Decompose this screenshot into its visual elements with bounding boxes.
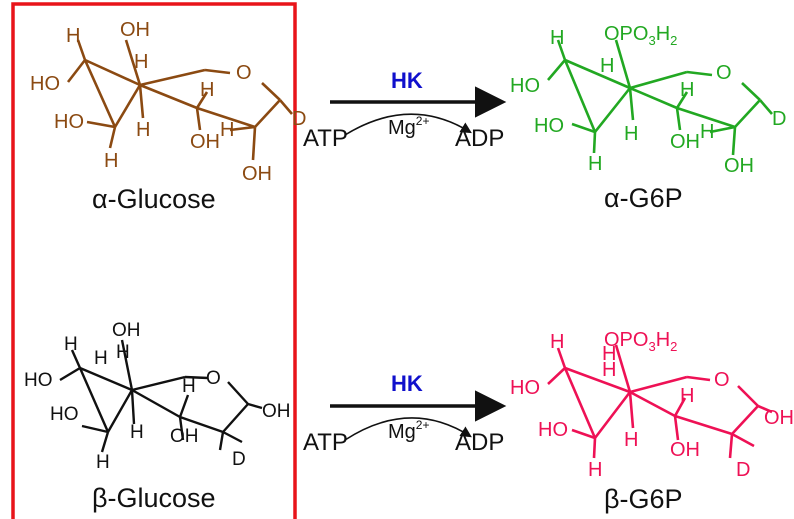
atom-label: H — [66, 25, 80, 47]
atom-label: OH — [764, 407, 794, 429]
atom-label: O — [206, 368, 221, 389]
atom-label: H — [104, 150, 118, 172]
atom-label: H — [588, 459, 602, 481]
atom-label: O — [716, 62, 732, 84]
atom-label: HO — [24, 370, 53, 391]
beta-g6p-caption: β-G6P — [604, 484, 683, 514]
adp-label: ADP — [455, 429, 504, 456]
alpha-g6p-labels: OPO3H2 H O HO H HO H H OH H H D OH — [510, 23, 786, 177]
atom-label: H — [602, 343, 616, 365]
cofactor-label: Mg2+ — [388, 114, 429, 139]
alpha-g6p-molecule — [547, 39, 773, 156]
atom-label: H — [624, 123, 638, 145]
atom-label: H — [134, 51, 148, 73]
enzyme-label: HK — [391, 371, 423, 396]
atom-label: OH — [670, 131, 700, 153]
atom-label: D — [292, 108, 306, 130]
atom-label: D — [736, 459, 750, 481]
atom-label: H — [680, 79, 694, 101]
beta-g6p-molecule — [547, 344, 773, 459]
enzyme-label: HK — [391, 68, 423, 93]
atom-label: H — [700, 121, 714, 143]
atom-label: H — [200, 79, 214, 101]
atom-label: OH — [262, 401, 291, 422]
alpha-g6p-caption: α-G6P — [604, 183, 683, 213]
atom-label: H — [220, 119, 234, 141]
phosphate-label: OPO3H2 — [604, 23, 677, 48]
atom-label: HO — [510, 75, 540, 97]
alpha-glucose-caption: α-Glucose — [92, 184, 216, 214]
atom-label: H — [680, 385, 694, 407]
atom-label: HO — [534, 115, 564, 137]
reaction-arrow-alpha — [330, 86, 507, 136]
atom-label: HO — [510, 377, 540, 399]
atom-label: O — [714, 369, 730, 391]
atom-label: H — [588, 153, 602, 175]
atom-label: H — [600, 55, 614, 77]
cofactor-label: Mg2+ — [388, 418, 429, 443]
atom-label: HO — [30, 73, 60, 95]
reaction-arrow-beta — [330, 390, 507, 441]
atom-label: OH — [170, 426, 199, 447]
atom-label: H — [602, 359, 616, 381]
atom-label: D — [232, 449, 246, 470]
alpha-glucose-molecule — [66, 39, 293, 161]
atom-label: OH — [242, 163, 272, 185]
substrate-highlight-frame — [11, 2, 297, 519]
atom-label: HO — [54, 111, 84, 133]
atom-label: H — [136, 119, 150, 141]
atom-label: H — [182, 376, 196, 397]
atp-label: ATP — [303, 429, 348, 456]
atom-label: OH — [112, 320, 141, 341]
phosphate-label: OPO3H2 — [604, 329, 677, 354]
adp-label: ADP — [455, 125, 504, 152]
atom-label: OH — [724, 155, 754, 177]
beta-glucose-caption: β-Glucose — [92, 483, 216, 513]
atom-label: OH — [670, 439, 700, 461]
atom-label: O — [236, 62, 252, 84]
atom-label: H — [94, 348, 108, 369]
beta-glucose-molecule — [59, 339, 263, 453]
atom-label: H — [550, 331, 564, 353]
atom-label: H — [116, 342, 130, 363]
atom-label: D — [772, 108, 786, 130]
atom-label: OH — [120, 19, 150, 41]
atom-label: H — [64, 334, 78, 355]
atp-label: ATP — [303, 125, 348, 152]
atom-label: H — [624, 429, 638, 451]
beta-g6p-labels: OPO3H2 H O HO H HO H H OH H H OH D — [510, 329, 794, 481]
atom-label: OH — [190, 131, 220, 153]
atom-label: H — [550, 27, 564, 49]
beta-glucose-labels: H OH O HO H HO H H OH H H OH D — [24, 320, 291, 473]
atom-label: H — [96, 452, 110, 473]
atom-label: HO — [538, 419, 568, 441]
alpha-glucose-labels: H OH O HO H HO H H OH H H D OH — [30, 19, 306, 185]
atom-label: HO — [50, 404, 79, 425]
atom-label: H — [130, 422, 144, 443]
